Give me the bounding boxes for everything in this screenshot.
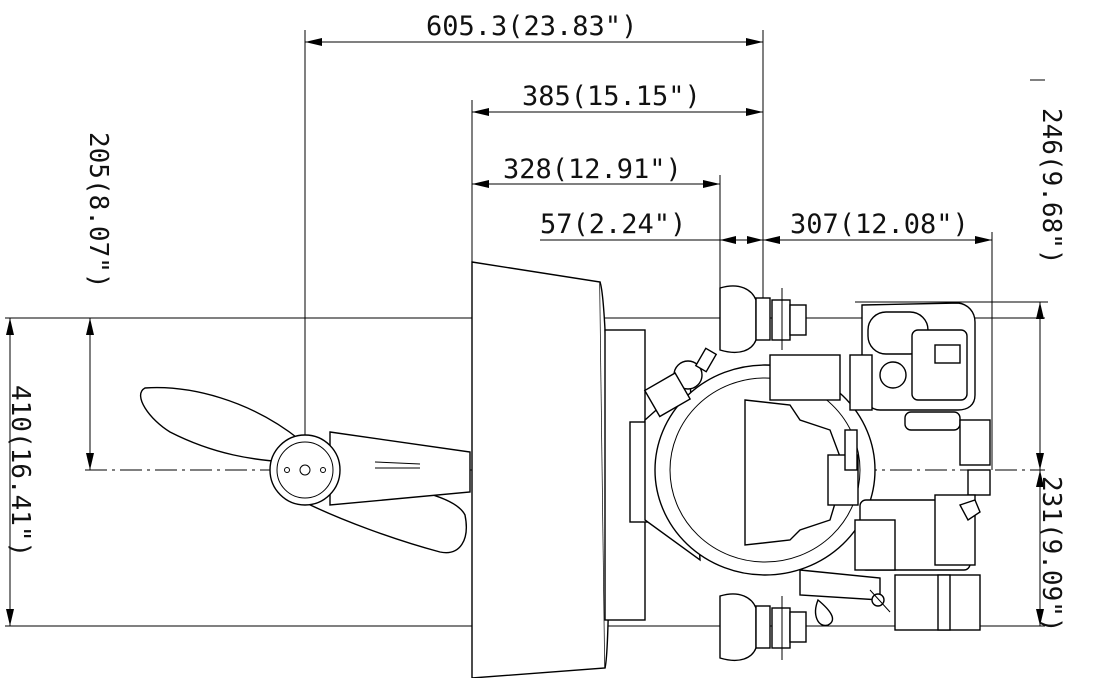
propeller: [139, 386, 471, 554]
drive-housing: [471, 261, 701, 678]
dim-mount-to-flange: 328(12.91"): [503, 154, 682, 185]
dim-left-height: 205(8.07"): [83, 132, 113, 289]
engine-mounts: [719, 285, 807, 662]
dim-total-height: 410(16.41"): [5, 385, 35, 557]
intake-assembly: [849, 302, 991, 496]
dim-overall-length: 605.3(23.83"): [426, 11, 637, 42]
dim-engine-length: 307(12.08"): [790, 209, 969, 240]
dim-right-lower: 231(9.09"): [1036, 476, 1066, 633]
dim-mount-to-end: 385(15.15"): [522, 81, 701, 112]
engine-block: [643, 347, 876, 576]
dim-right-upper: 246(9.68"): [1036, 108, 1066, 265]
dim-flange-offset: 57(2.24"): [540, 209, 686, 240]
dimension-lines: [6, 38, 1045, 626]
lower-accessories: [799, 494, 981, 631]
